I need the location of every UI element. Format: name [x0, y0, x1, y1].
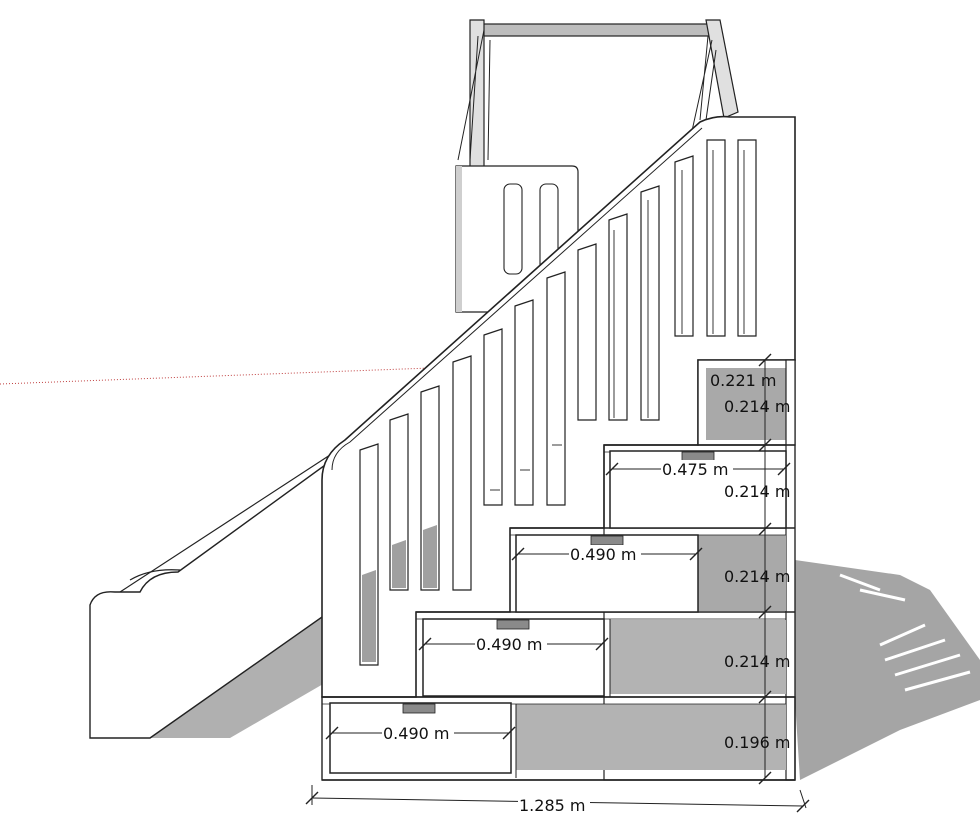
cabinet-top-shade [706, 368, 786, 440]
back-slot-1 [503, 183, 523, 275]
cube-shade-2 [698, 535, 786, 611]
slot-13 [737, 139, 757, 337]
horizon-guide-line [0, 367, 431, 385]
cabinet-block [321, 359, 796, 781]
ground-shadow-right [795, 560, 980, 780]
slot-1-shade [362, 570, 376, 662]
slot-8 [577, 243, 597, 421]
drawer-2[interactable] [515, 534, 699, 613]
dim-height-2: 0.214 m [724, 482, 790, 501]
railing-slots [359, 139, 757, 666]
dim-height-top: 0.221 m [710, 371, 776, 390]
slot-3-shade [423, 525, 437, 588]
side-panel-edge [331, 127, 703, 471]
drawer-4-handle[interactable] [402, 703, 436, 714]
slot-5 [483, 328, 503, 506]
drawer-3-handle[interactable] [496, 619, 530, 630]
dim-drawer-3-width: 0.490 m [476, 635, 542, 654]
right-post [705, 19, 739, 119]
dim-height-3: 0.214 m [724, 567, 790, 586]
drawer-2-handle[interactable] [590, 535, 624, 546]
slot-interior-details [490, 150, 745, 491]
top-crossbar [475, 23, 713, 37]
railing-shadow-slots [839, 573, 971, 692]
dim-total-depth: 1.285 m [519, 796, 585, 815]
slot-10 [640, 185, 660, 421]
slot-11 [674, 155, 694, 337]
left-brace [457, 29, 491, 161]
dim-height-1: 0.214 m [724, 397, 790, 416]
slot-12 [706, 139, 726, 337]
drawer-3[interactable] [422, 618, 605, 697]
upper-platform-frame [455, 19, 739, 313]
slide-body [89, 458, 333, 739]
slot-7 [546, 271, 566, 506]
slot-2-shade [392, 540, 406, 588]
slot-4 [452, 355, 472, 591]
right-brace [689, 35, 717, 141]
dim-height-bottom: 0.196 m [724, 733, 790, 752]
cube-shade-3 [610, 620, 786, 694]
back-panel-shade [456, 166, 462, 312]
dim-drawer-top-width: 0.475 m [662, 460, 728, 479]
slide-rail [119, 454, 331, 593]
dimension-ticks [305, 353, 810, 813]
dim-drawer-2-width: 0.490 m [570, 545, 636, 564]
slot-9 [608, 213, 628, 421]
dim-height-4: 0.214 m [724, 652, 790, 671]
slot-6 [514, 299, 534, 506]
slide[interactable] [89, 454, 333, 739]
dim-drawer-bottom-width: 0.490 m [383, 724, 449, 743]
dimension-labels: 0.475 m 0.490 m 0.490 m 0.490 m 1.285 m … [382, 371, 790, 815]
slide-lip [129, 569, 181, 581]
cube-shade-4 [516, 704, 786, 770]
